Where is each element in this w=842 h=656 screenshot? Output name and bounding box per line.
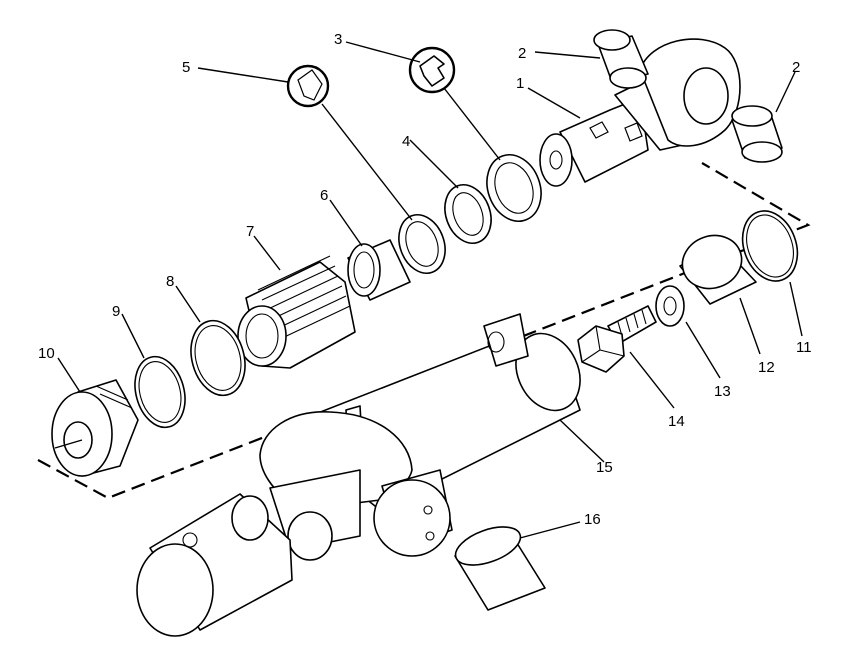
callout-12: 12 — [758, 359, 775, 376]
o-ring-8-part — [190, 319, 246, 397]
rod-bearing-part — [347, 239, 411, 301]
washer-part — [655, 285, 685, 327]
backup-ring-part — [398, 214, 446, 274]
callout-13: 13 — [714, 383, 731, 400]
rod-eye-part — [539, 38, 741, 187]
callout-11: 11 — [796, 339, 812, 356]
rod-wiper-ring-part — [486, 154, 542, 222]
leader-lines — [57, 41, 803, 539]
o-ring-9-inner — [138, 361, 182, 423]
callout-9: 9 — [112, 303, 120, 320]
callout-10: 10 — [38, 345, 55, 362]
cylinder-barrel-part — [259, 313, 581, 561]
seal-ring-11-part — [741, 210, 799, 282]
wiper-seal-profile-icon — [419, 55, 445, 87]
callout-15: 15 — [596, 459, 613, 476]
callout-16: 16 — [584, 511, 601, 528]
o-ring-8-inner — [194, 325, 242, 391]
callout-8: 8 — [166, 273, 174, 290]
callout-14: 14 — [668, 413, 685, 430]
bushing-16-part — [454, 526, 546, 611]
bolt-part — [577, 305, 657, 373]
piston-part — [51, 379, 139, 477]
callout-4: 4 — [402, 133, 410, 150]
kit-boundary — [37, 162, 811, 500]
detail-circle-3 — [408, 46, 456, 94]
o-ring-9-part — [134, 355, 186, 429]
bushing-lower-part — [731, 105, 783, 163]
callout-2-upper: 2 — [518, 45, 526, 62]
callout-1: 1 — [516, 75, 524, 92]
callout-2-right: 2 — [792, 59, 800, 76]
bushing-upper-part — [593, 29, 649, 89]
seal-profile-icon — [297, 69, 323, 101]
seal-ring-11-inner — [746, 214, 794, 278]
rod-seal-ring-part — [444, 184, 492, 244]
callout-6: 6 — [320, 187, 328, 204]
callout-5: 5 — [182, 59, 190, 76]
cylinder-head-part — [237, 255, 356, 369]
callout-7: 7 — [246, 223, 254, 240]
lower-tube-part — [136, 493, 293, 637]
wear-ring-12-part — [679, 234, 757, 305]
detail-circle-5 — [286, 64, 330, 108]
callout-3: 3 — [334, 31, 342, 48]
